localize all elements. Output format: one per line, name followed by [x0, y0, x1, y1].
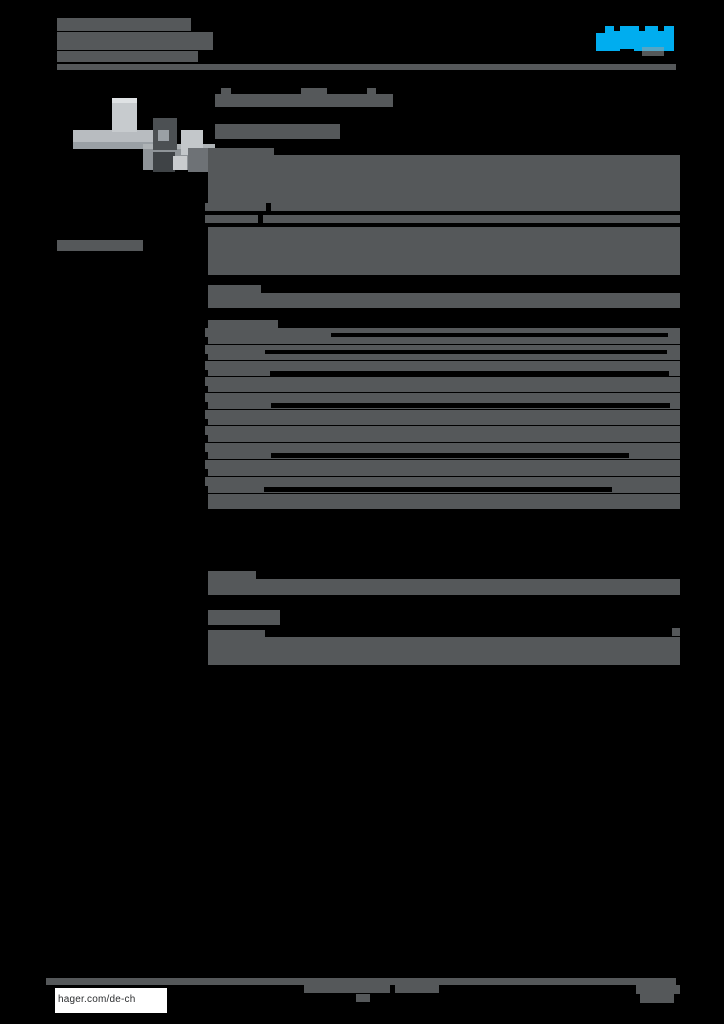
section-1-value-1-rail: [271, 203, 680, 211]
logo-notch-4: [658, 26, 664, 31]
section-5-label: [208, 630, 265, 638]
page-title-glyph-3: [367, 88, 376, 96]
document-title: [57, 18, 217, 62]
section-3-rule-2: [265, 350, 667, 354]
section-4-row-1: [208, 579, 680, 595]
section-4-heading: [208, 571, 256, 579]
page-title-glyph-2: [301, 88, 327, 96]
product-part-tee-branch: [112, 98, 137, 132]
footer-center-block-1: [304, 985, 390, 993]
product-part-cap: [173, 156, 187, 170]
footer-divider: [46, 978, 676, 985]
section-1-body-bottom: [208, 227, 680, 275]
section-1-label-2: [208, 215, 258, 223]
page-title-glyph-1: [221, 88, 231, 96]
document-title-line-2: [57, 32, 213, 50]
left-column-caption: [57, 240, 143, 251]
section-3-rule-5: [271, 403, 670, 408]
section-1-body-top: [208, 155, 680, 203]
section-1-value-2-rail: [263, 215, 680, 223]
document-title-line-1: [57, 18, 191, 31]
header-divider: [57, 64, 676, 70]
section-2-row: [208, 293, 680, 308]
hager-logo: [596, 26, 674, 56]
page-header: [0, 0, 724, 72]
logo-notch-2: [614, 26, 620, 31]
footer-center-block-3: [356, 994, 370, 1002]
product-part-module-face: [158, 130, 169, 141]
section-3-heading: [208, 320, 278, 328]
product-part-duct-shadow: [73, 142, 159, 149]
logo-shadow: [642, 47, 664, 56]
section-5-corner-mark: [672, 628, 680, 636]
section-3-row-4: [208, 377, 680, 392]
section-3-row-7: [208, 426, 680, 442]
section-3-rule-10: [264, 487, 612, 492]
product-part-base-rail-top: [143, 144, 215, 149]
logo-notch-3: [639, 26, 645, 31]
footer-right-block-2: [640, 994, 674, 1003]
document-title-line-3: [57, 51, 198, 62]
section-5-body: [208, 637, 680, 665]
product-part-tee-top: [112, 98, 137, 103]
footer-url-box[interactable]: [55, 988, 167, 1013]
page-footer: [0, 976, 724, 1024]
footer-url[interactable]: hager.com/de-ch: [58, 994, 136, 1005]
page-title: [215, 94, 393, 107]
footer-right-block-1: [636, 985, 680, 994]
section-3-row-11: [208, 494, 680, 509]
left-column: [45, 82, 215, 282]
section-3-rule-8: [271, 453, 629, 458]
product-image: [57, 86, 215, 174]
section-3-row-9: [208, 460, 680, 476]
section-1-label-1: [208, 203, 266, 211]
section-3-rule-1: [331, 333, 668, 337]
logo-shadow-cut: [620, 49, 634, 55]
section-5-heading: [208, 610, 280, 625]
page-subtitle: [215, 124, 340, 139]
section-3-rule-3: [270, 371, 669, 376]
section-2-heading: [208, 285, 261, 293]
section-3-row-6: [208, 410, 680, 425]
footer-center-block-2: [395, 985, 439, 993]
logo-notch-1: [596, 26, 605, 33]
section-1-heading: [208, 148, 274, 156]
product-part-block-dark: [153, 152, 175, 172]
